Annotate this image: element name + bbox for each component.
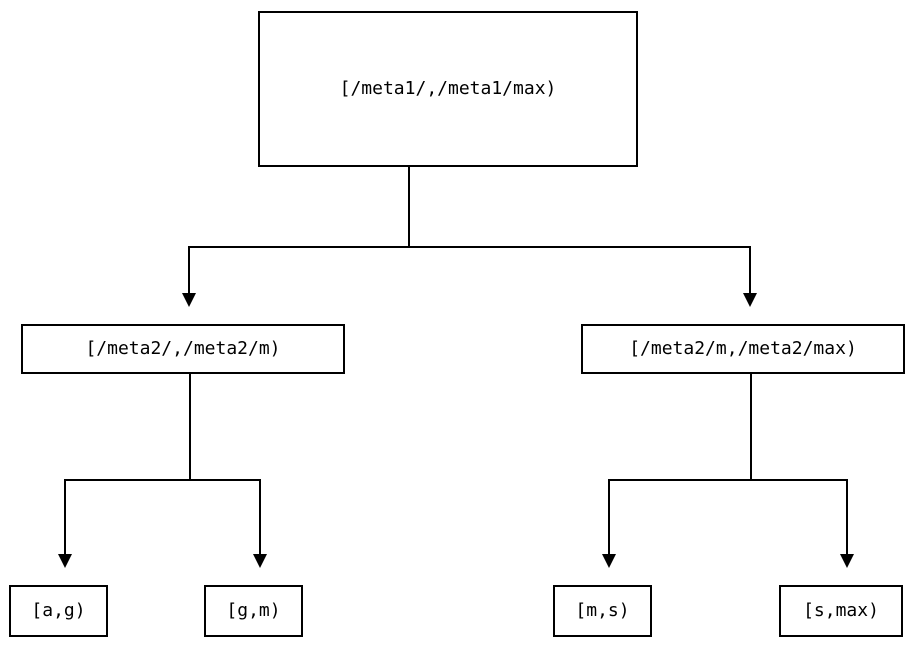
node-leaf-gm[interactable]: [g,m): [204, 585, 303, 637]
edge-mid-right-to-smax-drop: [846, 479, 848, 556]
edge-mid-left-stem: [189, 374, 191, 481]
arrowhead-mid-left-to-ag: [58, 554, 72, 568]
node-mid-right-label: [/meta2/m,/meta2/max): [629, 338, 857, 359]
edge-mid-left-to-ag-drop: [64, 479, 66, 556]
edge-mid-right-bar: [608, 479, 848, 481]
node-leaf-ms[interactable]: [m,s): [553, 585, 652, 637]
edge-root-to-mid-left-drop: [188, 246, 190, 293]
node-leaf-ms-label: [m,s): [575, 600, 630, 621]
arrowhead-root-to-mid-left: [182, 293, 196, 307]
edge-root-bar: [188, 246, 751, 248]
node-leaf-ag-label: [a,g): [31, 600, 86, 621]
arrowhead-mid-right-to-smax: [840, 554, 854, 568]
node-leaf-smax[interactable]: [s,max): [779, 585, 903, 637]
node-leaf-gm-label: [g,m): [226, 600, 281, 621]
node-mid-right[interactable]: [/meta2/m,/meta2/max): [581, 324, 905, 374]
node-leaf-ag[interactable]: [a,g): [9, 585, 108, 637]
edge-root-to-mid-right-drop: [749, 246, 751, 293]
arrowhead-mid-left-to-gm: [253, 554, 267, 568]
arrowhead-mid-right-to-ms: [602, 554, 616, 568]
edge-mid-right-stem: [750, 374, 752, 481]
edge-mid-left-bar: [64, 479, 261, 481]
node-root-label: [/meta1/,/meta1/max): [339, 78, 557, 99]
node-leaf-smax-label: [s,max): [803, 600, 879, 621]
edge-mid-right-to-ms-drop: [608, 479, 610, 556]
node-mid-left-label: [/meta2/,/meta2/m): [85, 338, 281, 359]
edge-mid-left-to-gm-drop: [259, 479, 261, 556]
arrowhead-root-to-mid-right: [743, 293, 757, 307]
node-root[interactable]: [/meta1/,/meta1/max): [258, 11, 638, 167]
node-mid-left[interactable]: [/meta2/,/meta2/m): [21, 324, 345, 374]
edge-root-stem: [408, 167, 410, 248]
